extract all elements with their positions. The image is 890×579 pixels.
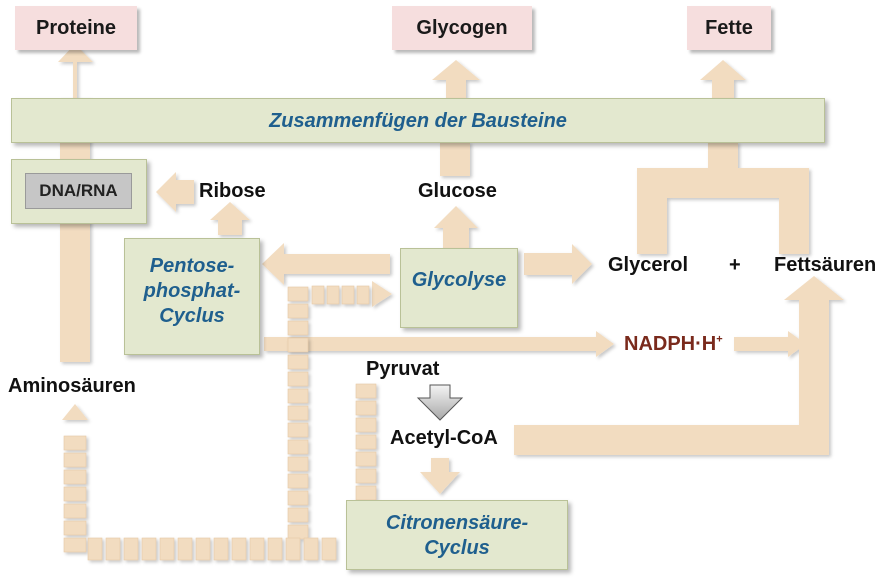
block-amino-column [63,537,87,553]
block-top-row [341,285,355,305]
block-bottom-row [177,537,193,561]
nadph-superscript: + [716,333,723,346]
block-left-column [287,320,309,336]
block-left-column [287,456,309,472]
block-bottom-row [159,537,175,561]
glycerol-label: Glycerol [608,254,689,276]
block-chain [62,285,377,561]
block-amino-arrowhead [62,404,88,420]
block-pyruvat-column [355,451,377,467]
citrat-line1: Citronensäure- [385,512,529,534]
block-left-column [287,422,309,438]
pentose-line1: Pentose- [149,255,235,277]
assembly-bar-label: Zusammenfügen der Bausteine [269,110,567,132]
block-top-row [326,285,340,305]
product-fette-label: Fette [705,17,753,39]
glycolyse-to-glycerol [524,244,592,284]
nadph-text: NADPH·H [624,333,717,355]
block-amino-column [63,520,87,536]
block-top-row [311,285,325,305]
block-left-column [287,286,309,302]
fettsaeuren-label: Fettsäuren [774,254,877,276]
block-bottom-row [267,537,283,561]
block-left-column [287,507,309,523]
glycolyse-to-pentose [262,243,390,285]
block-bottom-row [105,537,121,561]
block-left-column [287,337,309,353]
glucose-label: Glucose [418,180,497,202]
pyruvat-label: Pyruvat [366,358,440,380]
block-left-column [287,405,309,421]
block-amino-column [63,452,87,468]
pentose-to-ribose [210,202,250,235]
block-amino-column [63,503,87,519]
product-glycogen-label: Glycogen [416,17,508,39]
block-pyruvat-column [355,383,377,399]
acetylcoa-to-fettsaeuren [514,276,844,455]
ribose-arrow [156,172,194,212]
arrow-to-fette [700,60,746,98]
block-bottom-row [87,537,103,561]
block-pyruvat-column [355,434,377,450]
fette-fork [637,168,809,254]
block-left-column [287,473,309,489]
block-bottom-row [303,537,319,561]
nadph-to-fettsaeuren [734,331,806,357]
block-pyruvat-column [355,468,377,484]
block-bottom-row [321,537,337,561]
glycolyse-box: Glycolyse [400,248,518,328]
citrat-box: Citronensäure- Cyclus [346,500,568,570]
blocks-arrow-head [372,281,392,307]
acetylcoa-to-citrat [420,458,460,494]
block-bottom-row [123,537,139,561]
block-left-column [287,439,309,455]
block-pyruvat-column [355,417,377,433]
product-proteine-label: Proteine [35,17,117,39]
dna-rna-label: DNA/RNA [25,173,132,209]
aminosaeuren-label: Aminosäuren [8,375,136,397]
glucose-to-bar [440,142,470,176]
pentose-to-nadph [264,331,614,357]
block-left-column [287,303,309,319]
dna-rna-box: DNA/RNA [11,159,147,224]
fette-fork-stem [708,142,738,170]
pyruvat-arrow [416,384,464,421]
block-pyruvat-column [355,485,377,501]
arrow-to-glycogen [432,60,480,98]
pentose-phosphat-box: Pentose- phosphat- Cyclus [124,238,260,355]
block-left-column [287,524,309,540]
acetyl-coa-label: Acetyl-CoA [390,427,498,449]
block-top-row [356,285,370,305]
block-amino-column [63,469,87,485]
product-glycogen: Glycogen [392,6,532,50]
block-bottom-row [285,537,301,561]
block-pyruvat-column [355,400,377,416]
block-bottom-row [231,537,247,561]
product-proteine: Proteine [15,6,137,50]
block-left-column [287,371,309,387]
block-amino-column [63,435,87,451]
glycolyse-to-glucose [434,206,478,248]
block-left-column [287,388,309,404]
glycolyse-label: Glycolyse [411,269,507,291]
block-bottom-row [249,537,265,561]
pentose-line3: Cyclus [159,305,225,327]
pentose-line2: phosphat- [143,280,241,302]
block-amino-column [63,486,87,502]
block-bottom-row [195,537,211,561]
citrat-line2: Cyclus [424,537,490,559]
block-bottom-row [213,537,229,561]
ribose-label: Ribose [199,180,266,202]
block-left-column [287,354,309,370]
assembly-bar: Zusammenfügen der Bausteine [11,98,825,143]
block-bottom-row [141,537,157,561]
nadph-label: NADPH·H+ [624,333,723,356]
block-left-column [287,490,309,506]
product-fette: Fette [687,6,771,50]
plus-sign: + [729,254,741,276]
